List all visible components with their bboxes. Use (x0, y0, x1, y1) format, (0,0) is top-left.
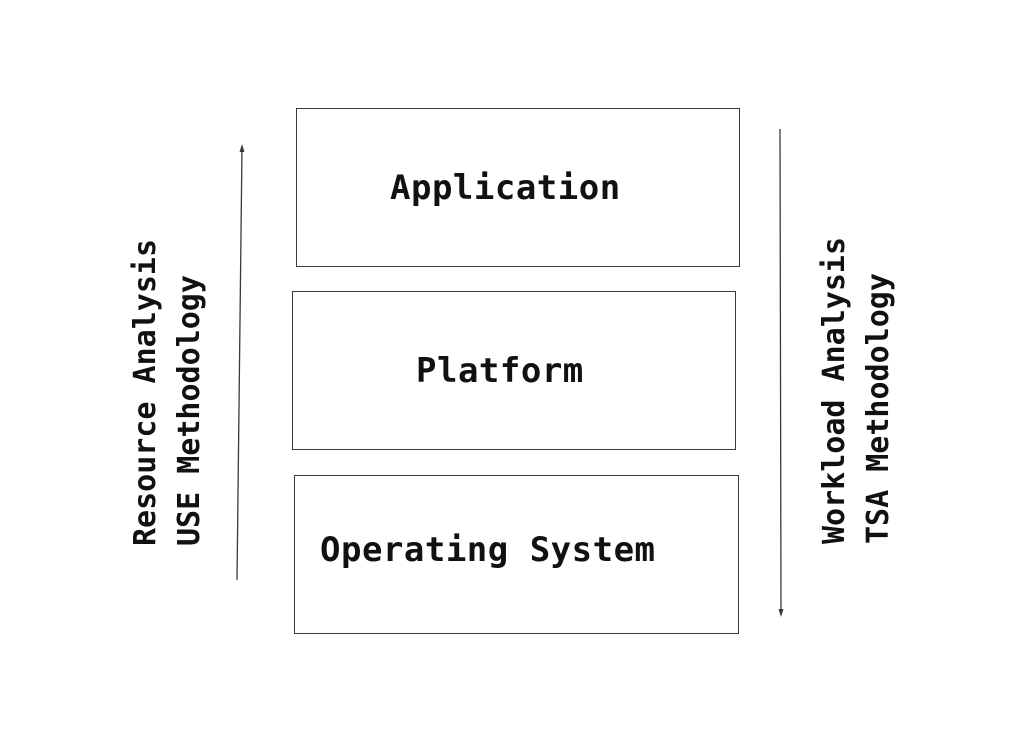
use-methodology-line: USE Methodology (172, 275, 207, 546)
platform-layer-box (292, 291, 736, 450)
tsa-methodology-line: TSA Methodology (861, 273, 896, 544)
application-layer-box (296, 108, 740, 267)
down-arrow (778, 128, 784, 617)
operating-system-layer-label: Operating System (320, 530, 656, 570)
workload-analysis-line: Workload Analysis (817, 236, 852, 544)
operating-system-layer-box (294, 475, 739, 634)
resource-analysis-line: Resource Analysis (128, 238, 163, 546)
up-arrow (236, 144, 245, 581)
application-layer-label: Application (390, 168, 621, 208)
platform-layer-label: Platform (416, 351, 584, 391)
workload-analysis-label: Workload Analysis TSA Methodology (813, 237, 901, 544)
resource-analysis-label: Resource Analysis USE Methodology (124, 239, 212, 546)
